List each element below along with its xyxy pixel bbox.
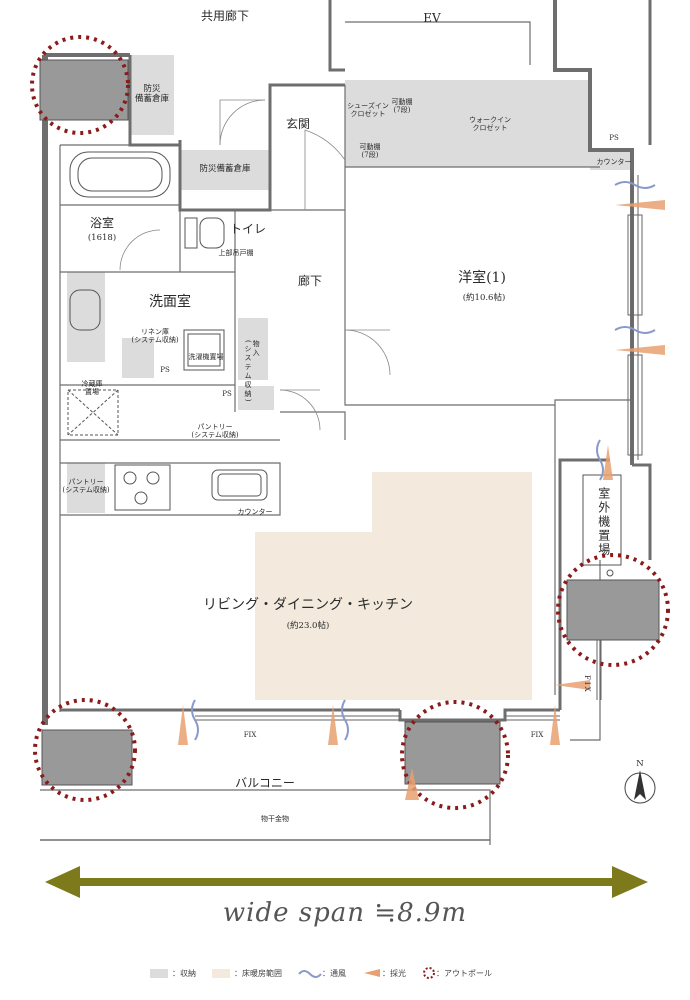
balcony-label: バルコニー bbox=[235, 776, 295, 790]
legend: ：収納 ：床暖房範囲 ：通風 ：採光 ：アウトポール bbox=[150, 966, 508, 980]
ventilation-icon bbox=[298, 970, 322, 978]
legend-ventilation-label: ：通風 bbox=[322, 968, 346, 978]
outpoles bbox=[30, 35, 670, 810]
outpole-icon bbox=[423, 967, 435, 979]
ps-2-label: PS bbox=[160, 366, 170, 374]
floor-heating-area bbox=[255, 472, 532, 700]
washroom-label: 洗面室 bbox=[149, 294, 191, 310]
pantry-1-label: パントリー (システム収納) bbox=[191, 423, 239, 440]
common-corridor-label: 共用廊下 bbox=[200, 9, 250, 23]
door-swings bbox=[119, 99, 391, 431]
floor-heating-swatch bbox=[212, 968, 230, 978]
ldk-size-label: (約23.0帖) bbox=[286, 621, 330, 631]
walkin-closet-label: ウォークイン クロゼット bbox=[469, 116, 511, 133]
movable-shelf-1-label: 可動棚 (7段) bbox=[391, 98, 413, 115]
western-room-label: 洋室(1) bbox=[458, 270, 506, 286]
upper-cabinet-label: 上部吊戸棚 bbox=[218, 249, 254, 257]
storage-label: 物入 (システム収納) bbox=[244, 340, 261, 404]
ps-3-label: PS bbox=[222, 390, 232, 398]
legend-ventilation: ：通風 bbox=[298, 968, 346, 979]
legend-daylight-label: ：採光 bbox=[382, 968, 406, 978]
legend-floor-heating: ：床暖房範囲 bbox=[212, 968, 282, 979]
fix-2-label: FIX bbox=[530, 731, 544, 739]
legend-outpole: ：アウトポール bbox=[422, 966, 492, 980]
outdoor-unit-label: 室外機置場 bbox=[596, 487, 611, 557]
ventilation-markers bbox=[191, 181, 656, 741]
counter-2-label: カウンター bbox=[237, 508, 273, 516]
legend-daylight: ：採光 bbox=[362, 968, 406, 979]
walls bbox=[40, 0, 652, 845]
legend-outpole-label: ：アウトポール bbox=[436, 968, 492, 978]
shoes-closet-label: シューズイン クロゼット bbox=[347, 102, 389, 119]
legend-storage: ：収納 bbox=[150, 968, 196, 979]
daylight-markers bbox=[178, 200, 665, 800]
disaster-storage-2-label: 防災備蓄倉庫 bbox=[199, 164, 251, 174]
north-arrow-icon bbox=[624, 770, 656, 804]
daylight-icon bbox=[364, 969, 380, 977]
fixtures bbox=[67, 151, 622, 577]
drying-hardware-label: 物干金物 bbox=[261, 815, 289, 823]
wide-span-text: wide span ≒8.9m bbox=[222, 898, 468, 928]
fridge-label: 冷蔵庫 置場 bbox=[81, 380, 103, 397]
bathroom-size-label: (1618) bbox=[87, 233, 117, 243]
disaster-storage-label: 防災 備蓄倉庫 bbox=[134, 84, 170, 104]
storage-areas bbox=[67, 55, 632, 513]
pantry-2-label: パントリー (システム収納) bbox=[62, 478, 110, 495]
movable-shelf-2-label: 可動棚 (7段) bbox=[359, 143, 381, 160]
fix-3-label: FIX bbox=[583, 675, 592, 694]
ev-label: EV bbox=[423, 11, 441, 25]
fix-1-label: FIX bbox=[243, 731, 257, 739]
storage-swatch bbox=[150, 968, 168, 978]
western-room-size-label: (約10.6帖) bbox=[462, 293, 506, 303]
entrance-label: 玄関 bbox=[285, 117, 311, 131]
north-label: N bbox=[636, 759, 644, 769]
corridor-label: 廊下 bbox=[297, 274, 323, 288]
legend-storage-label: ：収納 bbox=[172, 968, 196, 978]
ldk-label: リビング・ダイニング・キッチン bbox=[203, 597, 413, 613]
legend-floor-heating-label: ：床暖房範囲 bbox=[234, 968, 282, 978]
ps-1-label: PS bbox=[609, 134, 619, 142]
linen-label: リネン庫 (システム収納) bbox=[131, 328, 179, 345]
counter-1-label: カウンター bbox=[596, 158, 632, 166]
bathroom-label: 浴室 bbox=[89, 216, 115, 230]
toilet-label: トイレ bbox=[229, 222, 267, 236]
laundry-label: 洗濯機置場 bbox=[188, 353, 224, 361]
wide-span-arrow bbox=[45, 866, 648, 898]
